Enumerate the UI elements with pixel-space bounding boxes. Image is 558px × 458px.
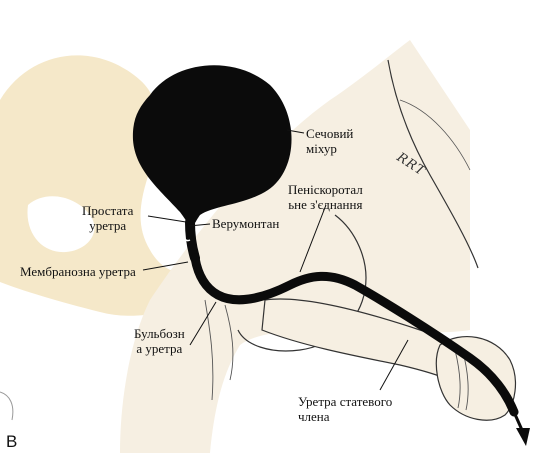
label-bladder-line2: міхур	[306, 141, 337, 156]
body-skin	[120, 40, 470, 453]
leader-penile	[379, 339, 409, 391]
leader-verumontanum	[188, 223, 211, 227]
label-bulbar-line1: Бульбозн	[134, 326, 185, 341]
label-bulbar-line2: а уретра	[136, 341, 183, 356]
label-penile-line2: члена	[298, 409, 330, 424]
label-penoscrotal: Пеніскоротал ьне з'єднання	[288, 182, 363, 212]
glans	[435, 336, 517, 421]
label-prostatic-line1: Простата	[82, 203, 134, 218]
label-verumontanum: Верумонтан	[212, 216, 280, 231]
leader-bladder	[286, 129, 305, 134]
edge-fold	[0, 391, 14, 421]
label-membranous-urethra: Мембранозна уретра	[20, 264, 136, 279]
label-prostatic-line2: уретра	[89, 218, 127, 233]
label-penoscrotal-line2: ьне з'єднання	[288, 197, 363, 212]
bulbar-urethra-tube	[190, 253, 519, 417]
label-penile-urethra: Уретра статевого члена	[298, 394, 392, 424]
meatus-arrow-line	[503, 391, 524, 431]
bladder	[132, 65, 292, 225]
leader-prostatic	[147, 215, 187, 223]
leader-membranous	[142, 261, 189, 271]
meatus-arrowhead	[516, 428, 530, 446]
perineum-line	[204, 299, 234, 401]
prostatic-urethra-tube	[185, 217, 200, 263]
label-bulbar-urethra: Бульбозн а уретра	[134, 326, 185, 356]
leader-bulbar	[189, 301, 217, 346]
label-bladder: Сечовий міхур	[306, 126, 353, 156]
abdomen-outline	[387, 59, 479, 269]
abdomen-outline-2	[399, 99, 471, 171]
label-penoscrotal-line1: Пеніскоротал	[288, 182, 363, 197]
label-bladder-line1: Сечовий	[306, 126, 354, 141]
label-prostatic-urethra: Простата уретра	[82, 203, 133, 233]
panel-letter: B	[6, 432, 18, 451]
verumontanum-mark	[182, 231, 191, 242]
label-penile-line1: Уретра статевого	[298, 394, 393, 409]
leader-penoscrotal	[299, 204, 327, 273]
